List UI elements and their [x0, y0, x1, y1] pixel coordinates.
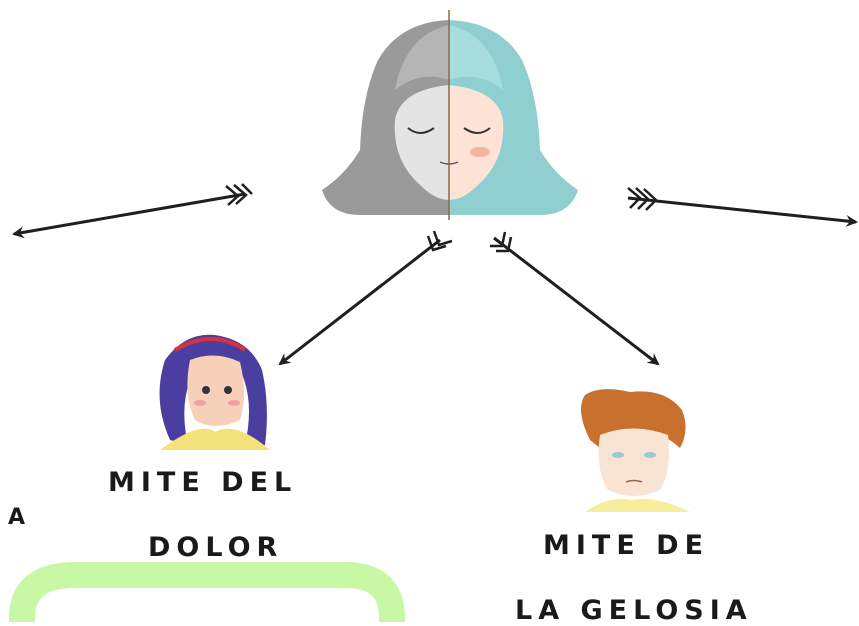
gelosia-label-line1: MITE DE [543, 530, 710, 561]
dolor-label-line2: DOLOR [148, 532, 284, 563]
arrow-right [627, 187, 858, 227]
arrow-down-left [278, 230, 453, 366]
dolor-label-line1: MITE DEL [108, 467, 298, 498]
arrow-left [12, 183, 253, 239]
gelosia-label-line2: LA GELOSIA [515, 595, 753, 626]
arrow-down-right [490, 231, 660, 366]
edge-letter: A [8, 505, 32, 530]
